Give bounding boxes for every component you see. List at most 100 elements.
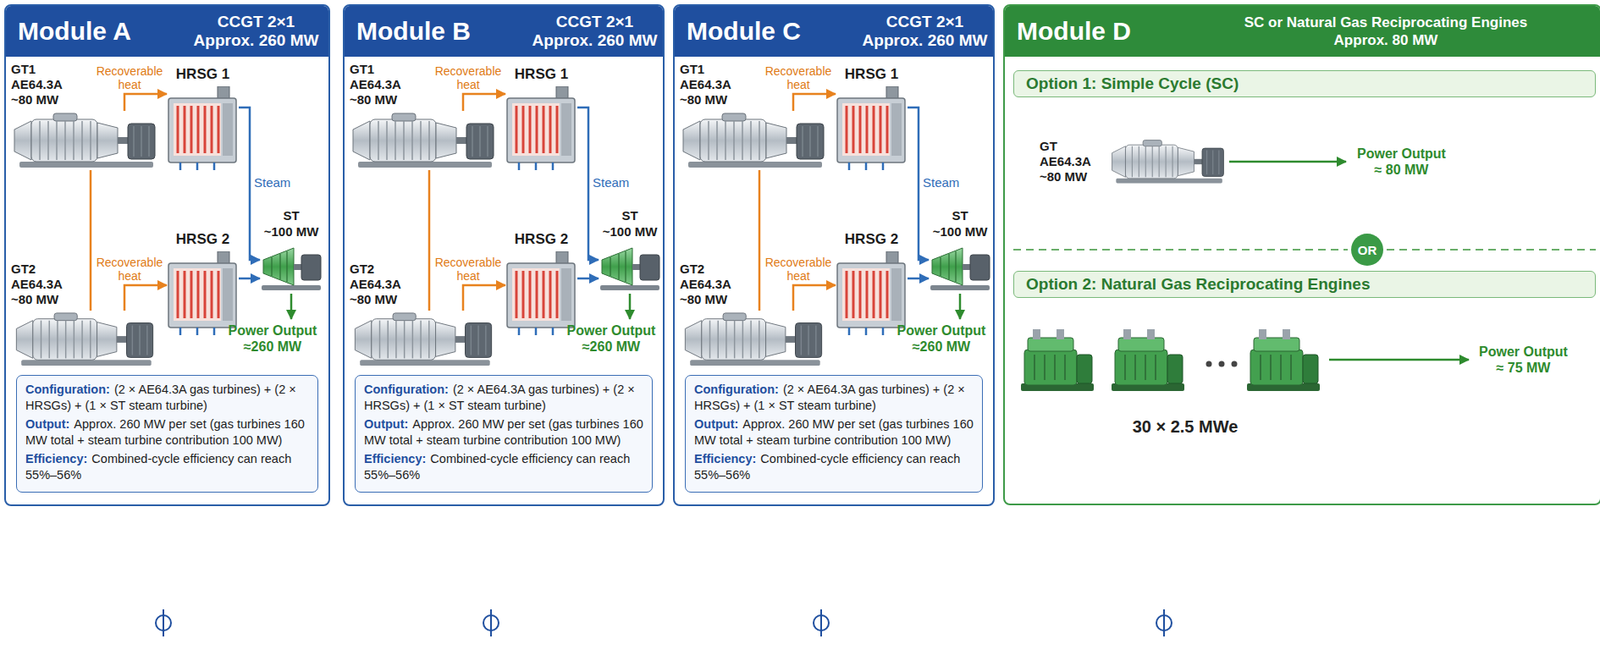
hrsg-label: HRSG 1 [158,66,248,83]
config-key: Output: [364,417,409,431]
module-title: Module C [686,16,801,46]
gt-node: GT1 AE64.3A ~80 MW [681,110,826,171]
steam-connector [907,277,929,281]
gt-label: GT2 AE64.3A ~80 MW [679,261,741,308]
unit-label: HRSG 2 [496,231,586,249]
heat-connector [758,170,762,311]
heat-label: Recoverable heat [763,64,834,92]
engine-icon [1246,329,1320,392]
turbine-label: GT2 AE64.3A ~80 MW [679,261,741,308]
gt-node: GT AE64.3A ~80 MW [1110,128,1225,195]
gas-turbine [683,113,824,168]
heat-connector [89,170,93,311]
config-line: Configuration:(2 × AE64.3A gas turbines)… [25,381,309,414]
divider-line [1013,248,1348,251]
ellipsis-dots [1206,361,1238,368]
option-title: Option 1: Simple Cycle (SC) [1026,74,1239,94]
hrsg-node: HRSG 1 [505,86,578,172]
unit-label: HRSG 1 [496,66,586,83]
breaker-symbol [1156,609,1172,637]
panel-node: Module A CCGT 2×1 Approx. 260 MW GT1 AE64.… [4,4,331,507]
config-key: Efficiency: [694,452,756,466]
output-arrow [1229,160,1347,164]
module-subtitle: CCGT 2×1 Approx. 260 MW [190,12,322,50]
config-key: Configuration: [25,382,111,397]
hrsg-node: HRSG 2 [835,251,908,337]
hrsg-node: HRSG 1 [166,86,239,172]
steam-label: Steam [922,175,960,191]
config-line: Configuration:(2 × AE64.3A gas turbines)… [364,381,644,414]
output-arrow [1329,358,1469,362]
gt-node: GT1 AE64.3A ~80 MW [12,110,157,171]
or-node: OR [1351,233,1384,266]
unit-label: ST [251,207,332,224]
panel-node: Module C CCGT 2×1 Approx. 260 MW GT1 AE64.… [673,4,995,507]
module-subtitle: SC or Natural Gas Reciprocating Engines … [1233,13,1539,50]
config-line: Configuration:(2 × AE64.3A gas turbines)… [694,381,974,414]
unit-label: ST [590,207,670,224]
gt-node: GT2 AE64.3A ~80 MW [12,310,157,369]
steam-label: Steam [253,175,291,191]
hrsg-label: HRSG 2 [496,231,586,249]
divider-line [1386,248,1596,251]
gt-label: GT1 AE64.3A ~80 MW [679,61,741,108]
or-text: OR [1357,242,1378,258]
hrsg-label: HRSG 1 [496,66,586,83]
hrsg-unit [168,86,237,171]
turbine-label: GT1 AE64.3A ~80 MW [349,61,411,108]
module-title: Module D [1016,16,1132,46]
engine-icon [1020,329,1094,392]
gt-node: GT1 AE64.3A ~80 MW [351,110,496,171]
heat-connector [124,285,167,311]
output-arrow [290,293,293,320]
breaker-symbol [483,609,499,637]
config-line: Output:Approx. 260 MW per set (gas turbi… [364,416,644,449]
power-output-label: Power Output ≈ 75 MW [1474,343,1573,376]
band-node: Option 1: Simple Cycle (SC) [1013,70,1596,98]
st-node: ST~100 MW [928,242,992,293]
steam-label: Steam [592,175,629,191]
st-label: ST~100 MW [251,207,332,240]
config-line: Efficiency:Combined-cycle efficiency can… [694,451,974,484]
heat-connector [463,93,506,111]
gt-node: GT2 AE64.3A ~80 MW [681,310,826,369]
output-arrow [628,293,632,320]
gas-turbine [684,313,822,366]
config-key: Efficiency: [364,452,426,466]
config-key: Configuration: [364,382,449,397]
gt-label: GT2 AE64.3A ~80 MW [349,261,411,308]
st-node: ST~100 MW [259,242,323,293]
config-line: Efficiency:Combined-cycle efficiency can… [25,451,309,484]
hrsg-unit [168,251,237,336]
gas-turbine [16,313,153,366]
module-header: Module C CCGT 2×1 Approx. 260 MW [674,5,994,57]
module-header: Module D SC or Natural Gas Reciprocating … [1004,5,1600,57]
heat-label: Recoverable heat [763,255,834,283]
heat-connector [793,93,836,111]
heat-connector [428,170,431,311]
module-header: Module BCCGT 2×1 Approx. 260 MW [344,5,663,57]
config-key: Output: [694,417,739,431]
gt-node: GT2 AE64.3A ~80 MW [351,310,496,369]
hrsg-unit [837,86,905,171]
output-arrow [959,293,962,320]
config-line: Output:Approx. 260 MW per set (gas turbi… [694,416,974,449]
unit-label: HRSG 2 [827,231,916,249]
hrsg-label: HRSG 2 [158,231,248,249]
gt-label: GT AE64.3A ~80 MW [1039,138,1101,185]
module-title: Module A [17,16,132,46]
heat-label: Recoverable heat [433,255,503,283]
turbine-label: GT AE64.3A ~80 MW [1039,138,1101,185]
hrsg-label: HRSG 1 [827,66,916,83]
turbine-label: GT1 AE64.3A ~80 MW [11,61,72,108]
hrsg-unit [507,251,575,336]
gt-label: GT1 AE64.3A ~80 MW [349,61,411,108]
unit-label: ~100 MW [251,223,332,240]
breaker-symbol [813,609,829,637]
engine-icon [1111,329,1185,392]
config-line: Output:Approx. 260 MW per set (gas turbi… [25,416,309,449]
config-line: Efficiency:Combined-cycle efficiency can… [364,451,644,484]
unit-label: HRSG 2 [158,231,248,249]
heat-label: Recoverable heat [94,255,165,283]
module-subtitle: CCGT 2×1 Approx. 260 MW [859,12,991,50]
